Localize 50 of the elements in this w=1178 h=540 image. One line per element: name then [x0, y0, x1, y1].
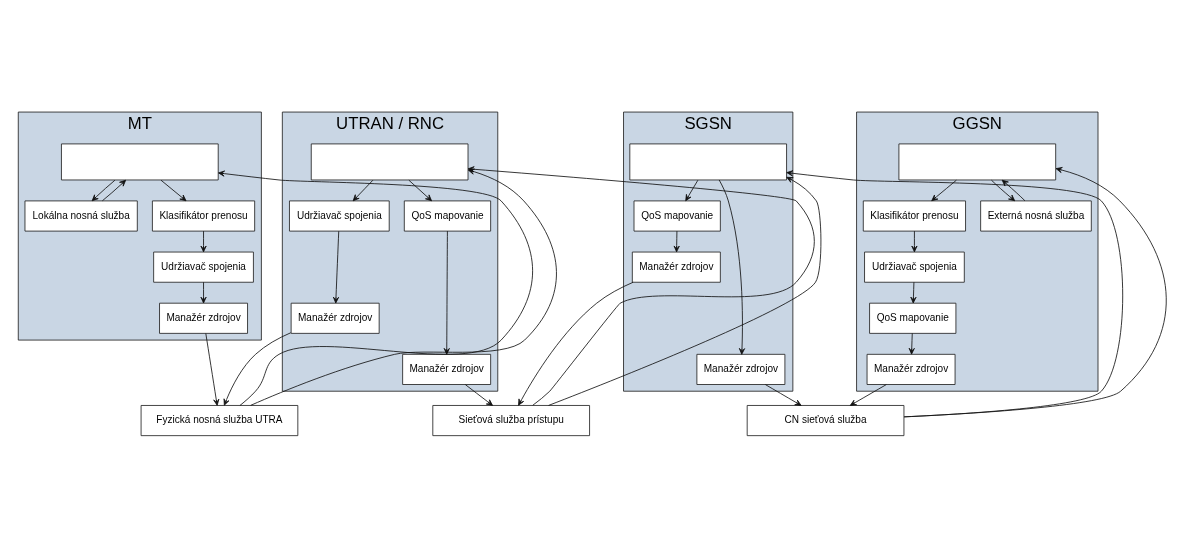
node-box: Lokálna nosná služba: [24, 200, 138, 231]
node-box: QoS mapovanie: [633, 200, 721, 231]
node-box: QoS mapovanie: [403, 200, 492, 231]
arrow: [408, 179, 432, 201]
arrow: [518, 281, 634, 406]
arrow: [223, 331, 292, 406]
node-box: Fyzická nosná služba UTRA: [140, 404, 299, 436]
arrow: [685, 179, 699, 201]
arrow: [908, 332, 915, 355]
arrow: [786, 169, 1124, 417]
arrow: [160, 179, 187, 201]
arrow: [849, 383, 887, 406]
node-box: Udržiavač spojenia: [864, 251, 965, 283]
arrow: [903, 166, 1167, 417]
arrow: [991, 179, 1016, 201]
arrow: [911, 230, 918, 252]
node-box: Manažér zdrojov: [631, 251, 721, 283]
arrow: [101, 179, 127, 201]
arrow: [548, 176, 822, 406]
node-box: Manažér zdrojov: [866, 353, 956, 385]
node-box: [629, 143, 787, 180]
arrow: [464, 383, 493, 406]
node-box: CN sieťová služba: [746, 404, 905, 436]
arrow: [673, 230, 680, 252]
node-box: Externá nosná služba: [980, 200, 1092, 231]
arrow: [910, 281, 917, 303]
arrow: [931, 179, 957, 201]
arrow: [1001, 179, 1026, 201]
node-box: Manažér zdrojov: [696, 353, 786, 385]
arrow: [352, 179, 374, 201]
node-box: Klasifikátor prenosu: [862, 200, 966, 231]
arrow: [200, 281, 207, 303]
arrow: [91, 179, 116, 201]
node-box: Udržiavač spojenia: [153, 251, 254, 283]
node-box: Udržiavač spojenia: [289, 200, 390, 231]
arrow: [718, 179, 746, 355]
node-box: Manažér zdrojov: [159, 302, 248, 334]
node-box: QoS mapovanie: [869, 302, 957, 334]
arrow: [764, 383, 802, 406]
arrow: [332, 230, 340, 303]
arrow: [200, 230, 207, 252]
node-box: [898, 143, 1057, 180]
node-box: Manažér zdrojov: [290, 302, 380, 334]
arrow: [205, 332, 220, 406]
node-box: Manažér zdrojov: [402, 353, 492, 385]
node-box: Sieťová služba prístupu: [432, 404, 590, 436]
node-box: Klasifikátor prenosu: [152, 200, 256, 231]
arrow: [443, 230, 450, 355]
node-box: [310, 143, 469, 180]
node-box: [61, 143, 219, 180]
